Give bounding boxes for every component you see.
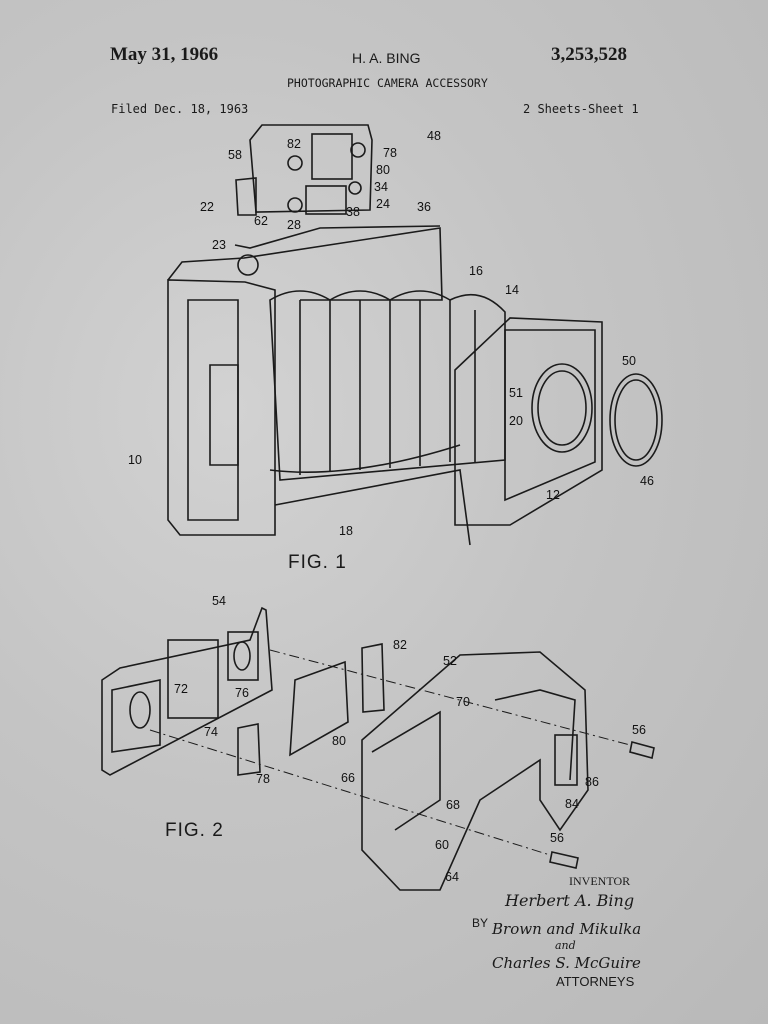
ref-numeral: 80 bbox=[376, 163, 390, 177]
ref-numeral: 51 bbox=[509, 386, 523, 400]
ref-numeral: 70 bbox=[456, 695, 470, 709]
ref-numeral: 20 bbox=[509, 414, 523, 428]
ref-numeral: 66 bbox=[341, 771, 355, 785]
ref-numeral: 68 bbox=[446, 798, 460, 812]
ref-numeral: 16 bbox=[469, 264, 483, 278]
ref-numeral: 52 bbox=[443, 654, 457, 668]
ref-numeral: 86 bbox=[585, 775, 599, 789]
patent-date: May 31, 1966 bbox=[110, 44, 219, 65]
ref-numeral: 10 bbox=[128, 453, 142, 467]
ref-numeral: 58 bbox=[228, 148, 242, 162]
ref-numeral: 38 bbox=[346, 205, 360, 219]
ref-numeral: 28 bbox=[287, 218, 301, 232]
ref-numeral: 48 bbox=[427, 129, 441, 143]
by-label: BY bbox=[472, 916, 489, 930]
ref-numeral: 50 bbox=[622, 354, 636, 368]
ref-numeral: 74 bbox=[204, 725, 218, 739]
ref-numeral: 18 bbox=[339, 524, 353, 538]
ref-numeral: 56 bbox=[632, 723, 646, 737]
ref-numeral: 23 bbox=[212, 238, 226, 252]
ref-numeral: 14 bbox=[505, 283, 519, 297]
ref-numeral: 72 bbox=[174, 682, 188, 696]
figure-1-label: FIG. 1 bbox=[288, 552, 347, 573]
ref-numeral: 64 bbox=[445, 870, 459, 884]
inventor-label: INVENTOR bbox=[569, 874, 631, 888]
ref-numeral: 24 bbox=[376, 197, 390, 211]
ref-numeral: 60 bbox=[435, 838, 449, 852]
filed-date: Filed Dec. 18, 1963 bbox=[111, 102, 249, 116]
ref-numeral: 62 bbox=[254, 214, 268, 228]
ref-numeral: 78 bbox=[256, 772, 270, 786]
ref-numeral: 82 bbox=[287, 137, 301, 151]
ref-numeral: 80 bbox=[332, 734, 346, 748]
attorney-signature-2: Charles S. McGuire bbox=[492, 954, 641, 972]
ref-numeral: 36 bbox=[417, 200, 431, 214]
accessory-figure-2 bbox=[101, 606, 655, 891]
ref-numeral: 34 bbox=[374, 180, 388, 194]
ref-numeral: 78 bbox=[383, 146, 397, 160]
inventor-signature: Herbert A. Bing bbox=[505, 891, 635, 910]
patent-number: 3,253,528 bbox=[551, 44, 627, 65]
ref-numeral: 12 bbox=[546, 488, 560, 502]
ref-numeral: 76 bbox=[235, 686, 249, 700]
camera-figure-1 bbox=[167, 124, 663, 546]
ref-numeral: 54 bbox=[212, 594, 226, 608]
sheet-count: 2 Sheets-Sheet 1 bbox=[523, 102, 639, 116]
ref-numeral: 84 bbox=[565, 797, 579, 811]
inventor-name: H. A. BING bbox=[352, 50, 421, 66]
figure-2-label: FIG. 2 bbox=[165, 820, 224, 841]
attorney-and: and bbox=[555, 939, 576, 952]
ref-numeral: 56 bbox=[550, 831, 564, 845]
attorney-signature-1: Brown and Mikulka bbox=[492, 920, 642, 938]
ref-numeral: 22 bbox=[200, 200, 214, 214]
ref-numeral: 46 bbox=[640, 474, 654, 488]
attorneys-label: ATTORNEYS bbox=[556, 974, 635, 989]
patent-title: PHOTOGRAPHIC CAMERA ACCESSORY bbox=[287, 76, 488, 90]
ref-numeral: 82 bbox=[393, 638, 407, 652]
